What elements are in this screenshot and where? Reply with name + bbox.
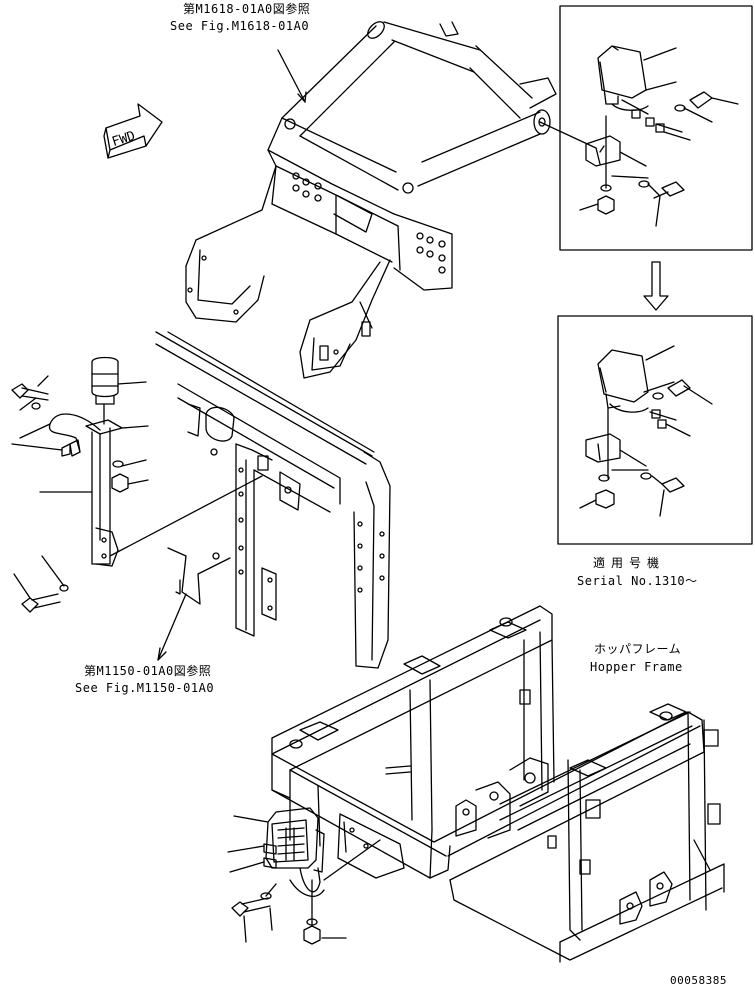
hopper-frame-assembly — [271, 605, 725, 963]
upper-frame-assembly — [185, 21, 557, 379]
hopper-en: Hopper Frame — [590, 660, 683, 674]
lamp-detail-inset-1 — [539, 5, 753, 251]
down-arrow-icon — [643, 261, 669, 311]
fwd-label: FWD — [110, 129, 137, 151]
top-ref-en: See Fig.M1618-01A0 — [170, 19, 310, 33]
top-ref-jp: 第M1618-01A0図参照 — [183, 2, 311, 16]
hopper-jp: ホッパフレーム — [594, 642, 682, 656]
serial-jp: 適用号機 — [593, 556, 666, 570]
fwd-arrow-icon: FWD — [103, 103, 163, 159]
beacon-lamp-assembly — [11, 356, 263, 613]
lamp-detail-inset-2 — [557, 315, 753, 545]
serial-en: Serial No.1310～ — [577, 574, 698, 588]
center-body-frame — [155, 331, 391, 669]
mid-ref-jp: 第M1150-01A0図参照 — [84, 664, 212, 678]
mid-ref-en: See Fig.M1150-01A0 — [75, 681, 215, 695]
work-lamp-assembly — [227, 807, 381, 945]
drawing-number: 00058385 — [670, 974, 727, 987]
